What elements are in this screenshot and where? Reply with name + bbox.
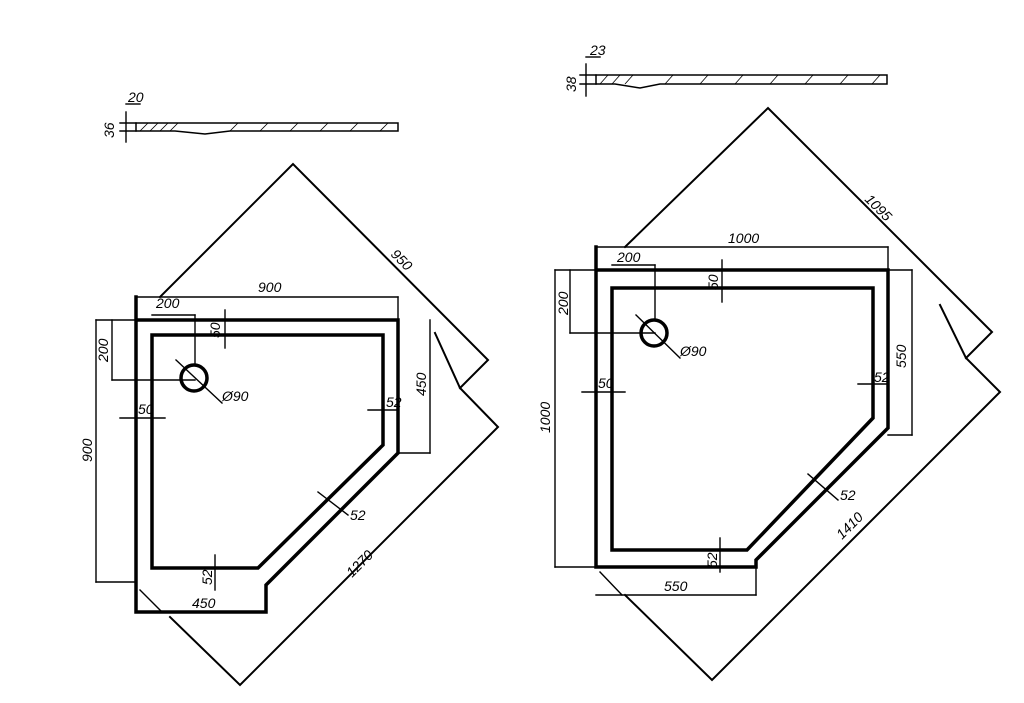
overall-depth-label: 900	[79, 438, 95, 462]
drain-circle	[179, 363, 209, 393]
rim-right-label: 52	[874, 369, 890, 385]
drain-offset-y-label: 200	[555, 291, 571, 316]
rim-left-label: 50	[598, 375, 614, 391]
tray-inner-outline	[610, 286, 875, 552]
rim-right-label: 52	[386, 394, 402, 410]
section-top-label: 20	[127, 89, 144, 105]
overall-width-label: 900	[258, 279, 282, 295]
drain-offset-x-label: 200	[155, 295, 180, 311]
long-diagonal-label: 1410	[833, 509, 866, 542]
shower-tray-1000-drawing: 23 38	[537, 42, 1002, 682]
rim-diag-label: 52	[840, 487, 856, 503]
bottom-short-label: 450	[192, 595, 216, 611]
rim-top-label: 50	[207, 322, 223, 338]
dimension-lines	[554, 246, 913, 596]
rim-left-label: 50	[138, 401, 154, 417]
tray-inner-outline	[150, 333, 385, 570]
section-top-label: 23	[589, 42, 606, 58]
rim-diag-label: 52	[350, 507, 366, 523]
long-diagonal-label: 1270	[343, 547, 376, 580]
cross-section-900	[119, 103, 399, 143]
rim-top-label: 50	[705, 274, 721, 290]
drain-offset-y-label: 200	[95, 338, 111, 363]
dimension-lines	[95, 296, 431, 613]
envelope-outline	[623, 106, 1002, 682]
shower-tray-900-drawing: 20 36	[79, 89, 500, 687]
diagonal-width-label: 950	[388, 246, 416, 274]
drain-offset-x-label: 200	[616, 249, 641, 265]
side-short-label: 450	[413, 372, 429, 396]
bottom-short-label: 550	[664, 578, 688, 594]
drain-diameter-label: Ø90	[679, 343, 707, 359]
section-thickness-label: 36	[101, 122, 117, 138]
rim-bottom-label: 52	[704, 552, 720, 568]
cross-section-1000	[579, 56, 888, 97]
overall-depth-label: 1000	[537, 402, 553, 433]
rim-bottom-label: 52	[199, 569, 215, 585]
drain-diameter-label: Ø90	[221, 388, 249, 404]
side-short-label: 550	[893, 344, 909, 368]
drain-circle	[639, 318, 669, 348]
section-thickness-label: 38	[563, 76, 579, 92]
overall-width-label: 1000	[728, 230, 759, 246]
